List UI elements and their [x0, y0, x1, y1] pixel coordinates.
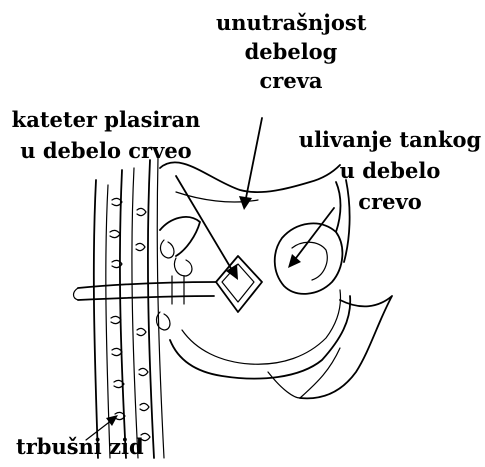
colon-interior-label-line-3: creva — [216, 66, 366, 95]
abdominal-wall-label: trbušni zid — [16, 436, 144, 457]
abdominal-wall-arrow-head — [106, 415, 118, 426]
catheter-label: kateter plasiran u debelo crveo — [6, 104, 206, 166]
catheter-label-line-2: u debelo crveo — [6, 135, 206, 166]
ileum-arrow-head — [288, 254, 301, 268]
colon-interior-label-line-1: unutrašnjost — [216, 8, 366, 37]
catheter-arrow-head — [226, 264, 238, 280]
catheter-drawing — [74, 240, 263, 330]
ileum-inflow-label-line-3: crevo — [298, 186, 482, 217]
catheter-arrow-line — [176, 176, 232, 270]
ileum-inflow-label: ulivanje tankog u debelo crevo — [298, 124, 482, 217]
colon-interior-label: unutrašnjost debelog creva — [216, 8, 366, 95]
catheter-label-line-1: kateter plasiran — [6, 104, 206, 135]
abdominal-wall-drawing — [94, 158, 164, 458]
ileum-inflow-label-line-2: u debelo — [298, 155, 482, 186]
ileum-inflow-label-line-1: ulivanje tankog — [298, 124, 482, 155]
colon-interior-arrow-head — [239, 196, 252, 210]
colon-interior-label-line-2: debelog — [216, 37, 366, 66]
colon-interior-arrow-line — [246, 118, 262, 198]
